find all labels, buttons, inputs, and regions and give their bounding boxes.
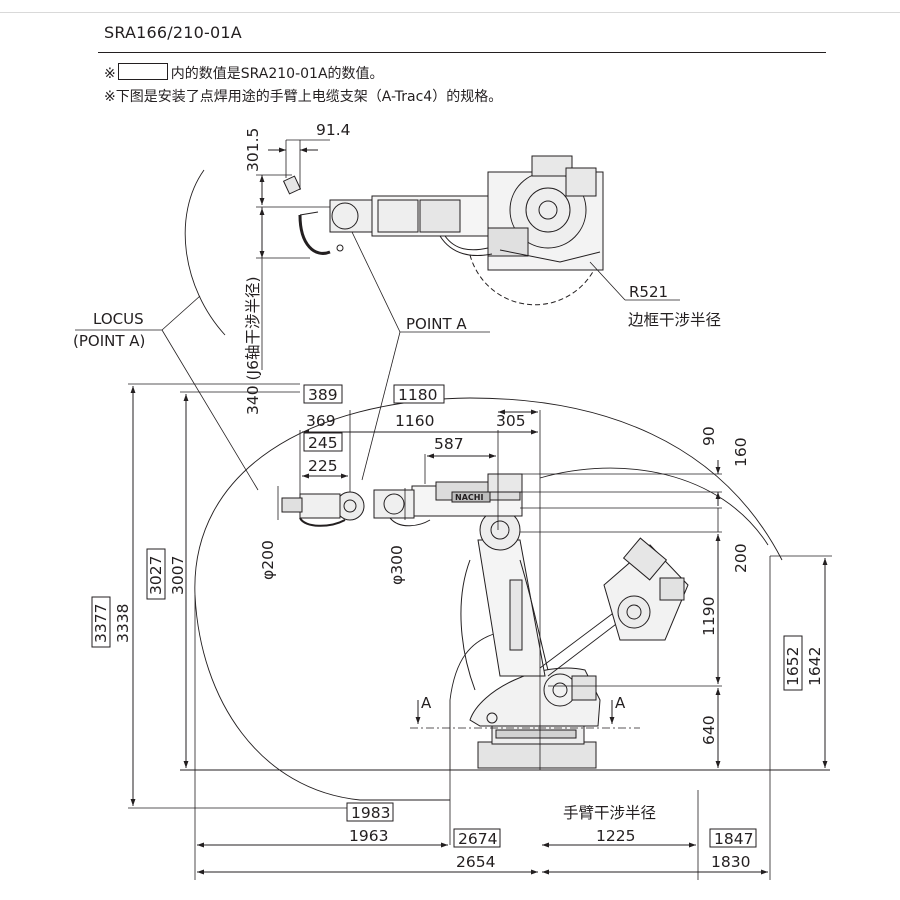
note-boxed-text: 内的数值是SRA210-01A的数值。 [170,66,384,82]
dim-90: 90 [700,426,718,446]
dim-225: 225 [308,457,338,475]
arm-top-view [329,195,493,257]
dim-1963: 1963 [349,827,388,845]
robot-base [469,667,601,769]
dim-1225: 1225 [596,827,635,845]
dim-640: 640 [700,715,718,745]
dim-2654: 2654 [456,853,495,871]
arm-interference-arc [539,467,769,546]
dim-369: 369 [306,412,336,430]
locus-arc-top [184,169,226,336]
boxed-value-legend [117,63,168,80]
dim-1180: 1180 [398,386,437,404]
top-border [0,12,900,13]
dim-340-j6-radius: 340 (J6轴干涉半径) [244,276,262,415]
lower-arm [460,509,549,691]
dim-587: 587 [434,435,464,453]
point-a-label: POINT A [406,315,467,333]
dim-3027: 3027 [147,556,165,595]
tool-top-view [282,175,344,255]
outer-envelope-bottom [194,594,450,801]
dim-1190: 1190 [700,597,718,636]
dim-1652: 1652 [784,647,802,686]
top-view [75,139,680,491]
dim-1160: 1160 [395,412,434,430]
dim-phi300: φ300 [388,545,406,585]
locus-point-a-label: (POINT A) [73,332,145,350]
dim-1642: 1642 [806,647,824,686]
dim-1983: 1983 [351,804,390,822]
dim-1830: 1830 [711,853,750,871]
note-boxed-values: ※ 内的数值是SRA210-01A的数值。 [104,63,384,83]
brand-logo: NACHI [455,493,483,502]
dim-3007: 3007 [169,556,187,595]
arm-interference-caption: 手臂干涉半径 [563,804,656,822]
note-cable-bracket: ※下图是安装了点焊用途的手臂上电缆支架（A-Trac4）的规格。 [104,89,503,105]
dim-160: 160 [732,437,750,467]
dim-200: 200 [732,543,750,573]
boxed-values [91,384,803,848]
side-view [128,383,832,880]
dim-3338: 3338 [114,604,132,643]
dim-1847: 1847 [714,830,753,848]
note-mark: ※ [104,66,116,82]
dim-245: 245 [308,434,338,452]
frame-interference-caption: 边框干涉半径 [628,311,721,329]
locus-label: LOCUS [93,310,144,328]
dim-phi200: φ200 [259,540,277,580]
title-underline [98,52,826,53]
dim-389: 389 [308,386,338,404]
outer-envelope-top [194,397,783,596]
dim-301-5: 301.5 [244,128,262,172]
section-a-left: A [421,694,432,712]
dim-2674: 2674 [458,830,497,848]
dim-305: 305 [496,412,526,430]
section-a-right: A [615,694,626,712]
inner-envelope [449,631,501,770]
wrist-tool [281,491,365,527]
upper-arm [373,473,523,527]
robot-flexed-pose [539,537,689,677]
model-title: SRA166/210-01A [104,23,242,42]
r521-label: R521 [629,283,668,301]
dim-91-4: 91.4 [316,121,351,139]
base-top-view [487,155,604,271]
dim-3377: 3377 [92,604,110,643]
